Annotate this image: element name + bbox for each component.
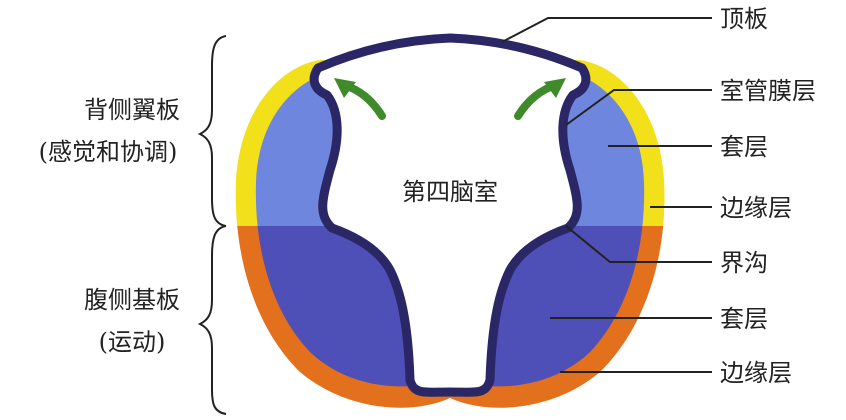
label-bianyuan-top: 边缘层 <box>720 194 792 222</box>
fourth-ventricle-label: 第四脑室 <box>402 178 498 206</box>
dorsal-brace <box>200 36 226 226</box>
label-taoceng-bottom: 套层 <box>720 305 768 333</box>
dorsal-title: 背侧翼板 <box>84 96 180 124</box>
label-dingban: 顶板 <box>720 5 768 33</box>
label-bianyuan-bottom: 边缘层 <box>720 359 792 387</box>
ventral-title: 腹侧基板 <box>84 286 180 314</box>
label-shiguan: 室管膜层 <box>720 77 816 105</box>
label-jiegou: 界沟 <box>720 249 768 277</box>
leader-dingban <box>502 18 712 42</box>
label-taoceng-top: 套层 <box>720 133 768 161</box>
ventral-subtitle: (运动) <box>99 328 166 356</box>
dorsal-subtitle: (感觉和协调) <box>39 138 178 166</box>
ventral-brace <box>200 226 226 414</box>
